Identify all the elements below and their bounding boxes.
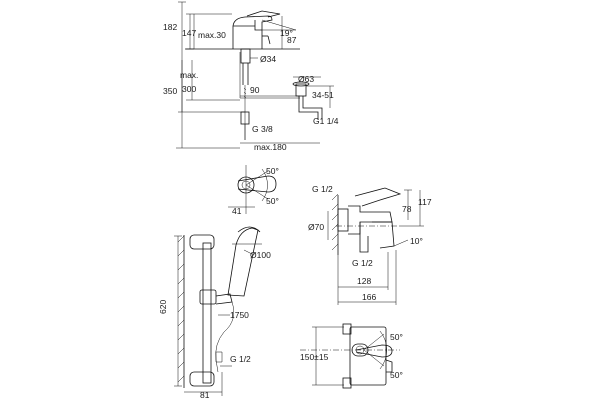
lever-angle-top: 50° (266, 166, 279, 176)
shower-dim-81: 81 (200, 390, 210, 400)
shower-dim-620: 620 (158, 300, 168, 314)
lever-top-view: 50° 41 50° (228, 165, 279, 216)
lever-angle-bottom: 50° (266, 196, 279, 206)
dim-19deg: 19° (280, 28, 293, 38)
dim-max180: max.180 (254, 142, 287, 152)
dim-g114: G1 1/4 (313, 116, 339, 126)
dim-182: 182 (163, 22, 177, 32)
bath-dim-diameter-70: Ø70 (308, 222, 324, 232)
bath-mixer-front-view: 150±15 50° 50° (300, 323, 403, 389)
basin-mixer-view: 182 147 max.30 19° 87 Ø34 max. 300 350 9… (163, 1, 339, 152)
bath-dim-128: 128 (357, 276, 371, 286)
lever-dim-41: 41 (232, 206, 242, 216)
bath-dim-166: 166 (362, 292, 376, 302)
dim-max30: max.30 (198, 30, 226, 40)
bath-dim-117: 117 (418, 197, 432, 207)
shower-dim-1750: 1750 (230, 310, 249, 320)
bath-dim-g12-bottom: G 1/2 (352, 258, 373, 268)
bath-angle-10: 10° (410, 236, 423, 246)
dim-g38: G 3/8 (252, 124, 273, 134)
shower-dim-diameter-100: Ø100 (250, 250, 271, 260)
dim-diameter-63: Ø63 (298, 74, 314, 84)
front-angle-bottom: 50° (390, 370, 403, 380)
dim-34-51: 34-51 (312, 90, 334, 100)
bath-mixer-side-view: G 1/2 78 117 Ø70 10° G 1/2 128 166 (308, 184, 432, 305)
dim-diameter-34: Ø34 (260, 54, 276, 64)
bath-dim-78: 78 (402, 204, 412, 214)
dim-max-label: max. (180, 70, 198, 80)
shower-rail-view: 620 Ø100 1750 G 1/2 81 (158, 226, 271, 400)
shower-dim-g12: G 1/2 (230, 354, 251, 364)
dim-90: 90 (250, 85, 260, 95)
dim-300: 300 (182, 84, 196, 94)
dim-87: 87 (287, 35, 297, 45)
front-dim-150: 150±15 (300, 352, 329, 362)
front-angle-top: 50° (390, 332, 403, 342)
dim-350: 350 (163, 86, 177, 96)
bath-dim-g12-top: G 1/2 (312, 184, 333, 194)
dim-147: 147 (182, 28, 196, 38)
